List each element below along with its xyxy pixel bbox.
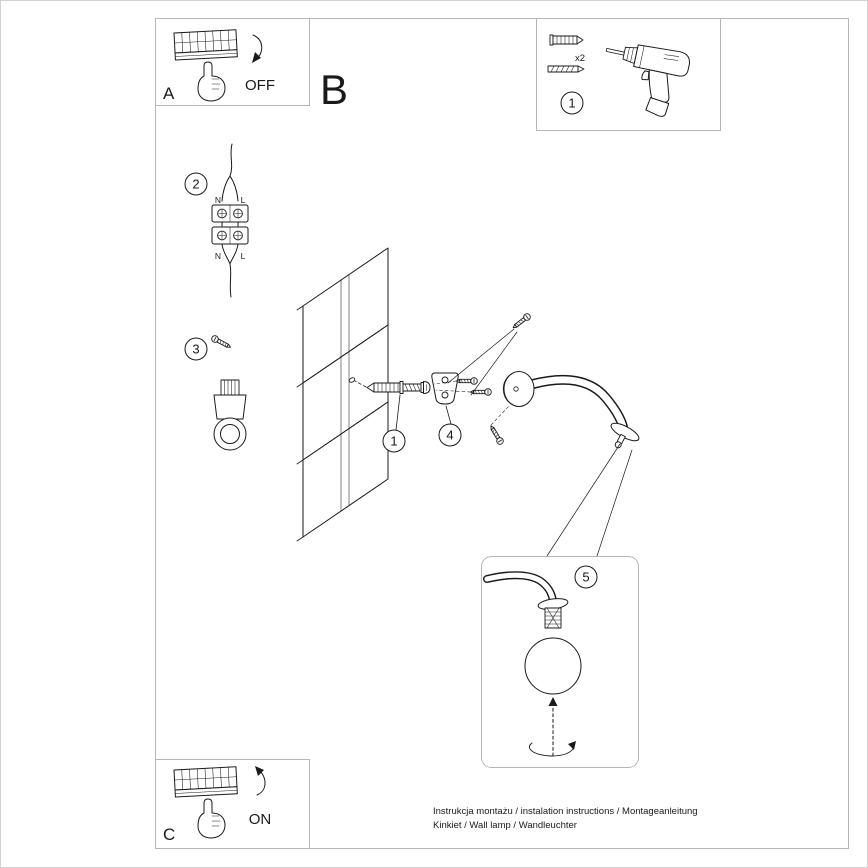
terminal-label-l: L xyxy=(241,195,246,205)
canopy-icon xyxy=(503,371,535,407)
panel-a: A OFF xyxy=(155,18,310,106)
content-frame xyxy=(155,18,849,849)
screw-icon xyxy=(210,334,233,351)
terminal-label-l: L xyxy=(241,251,246,261)
screw-guide-dashes xyxy=(433,380,471,393)
lamp-illustration xyxy=(502,371,640,557)
upper-screw-callout xyxy=(447,311,533,396)
tools-panel-box xyxy=(536,18,721,131)
arrowhead xyxy=(548,697,558,706)
wall-panel-icon xyxy=(296,247,389,542)
mounting-screw-icon xyxy=(402,381,431,394)
arrowhead xyxy=(255,766,264,776)
panel-c-state: ON xyxy=(249,811,272,828)
terminal-block-icon xyxy=(211,204,249,223)
glass-globe-icon xyxy=(524,637,582,695)
wall-bracket-icon xyxy=(213,379,247,451)
lamp-head-icon xyxy=(610,422,640,449)
footer-line-2: Kinkiet / Wall lamp / Wandleuchter xyxy=(433,820,577,831)
footer: Instrukcja montażu / instalation instruc… xyxy=(433,806,698,831)
step-number: 5 xyxy=(582,570,589,585)
cable-icon xyxy=(221,143,239,202)
step-4-badge: 4 xyxy=(438,405,462,447)
step-2-badge: 2 xyxy=(184,172,208,196)
power-strip-icon xyxy=(173,766,238,798)
step-3-badge: 3 xyxy=(184,337,208,361)
footer-line-1: Instrukcja montażu / instalation instruc… xyxy=(433,806,698,817)
wall-plug-icon xyxy=(549,34,584,46)
socket-icon xyxy=(544,607,562,629)
jumper-wires xyxy=(221,221,239,228)
quantity-label: x2 xyxy=(575,53,585,64)
callout-lines xyxy=(546,443,633,557)
guide-dashes xyxy=(354,380,367,388)
terminal-label-n: N xyxy=(215,195,221,205)
rotation-arrow-icon xyxy=(528,742,575,757)
terminal-block-icon xyxy=(211,226,249,245)
panel-a-label: A xyxy=(163,84,175,103)
wall-plug-hatched-icon xyxy=(547,65,585,73)
step-2-wiring: 2 N L N L xyxy=(184,143,249,298)
terminal-label-n: N xyxy=(215,251,221,261)
drill-hole xyxy=(348,377,356,383)
panel-c-label: C xyxy=(163,825,175,844)
step-5-globe-panel: 5 xyxy=(481,556,639,768)
anchor-icon xyxy=(366,381,404,394)
step-1-tools-badge: 1 xyxy=(560,91,584,115)
tools-panel: x2 1 xyxy=(536,18,721,131)
step-4-plate: 4 xyxy=(431,372,510,447)
mounting-plate-icon xyxy=(431,372,459,405)
canopy-screw-guide xyxy=(490,405,510,426)
step-number: 1 xyxy=(568,96,575,111)
step-number: 4 xyxy=(446,428,453,443)
step-3-bracket: 3 xyxy=(184,334,247,451)
step-1-anchor-assembly: 1 xyxy=(354,380,431,453)
step-number: 2 xyxy=(192,177,199,192)
cable-icon xyxy=(221,243,239,298)
step-1-wall-badge: 1 xyxy=(382,394,406,453)
power-strip-icon xyxy=(173,29,238,61)
panel-c: C ON xyxy=(155,759,310,849)
step-number: 3 xyxy=(192,342,199,357)
drill-icon xyxy=(605,44,690,117)
step-number: 1 xyxy=(390,434,397,449)
panel-b-label: B xyxy=(320,66,348,113)
upper-screw-icon xyxy=(510,311,533,331)
callout-lines xyxy=(447,328,518,396)
step-5-badge: 5 xyxy=(574,565,598,589)
canopy-screw-icon xyxy=(487,423,505,446)
panel-a-state: OFF xyxy=(245,77,275,94)
plate-screw-icon xyxy=(455,377,478,385)
arrowhead xyxy=(568,741,576,750)
arrowhead xyxy=(252,52,261,63)
